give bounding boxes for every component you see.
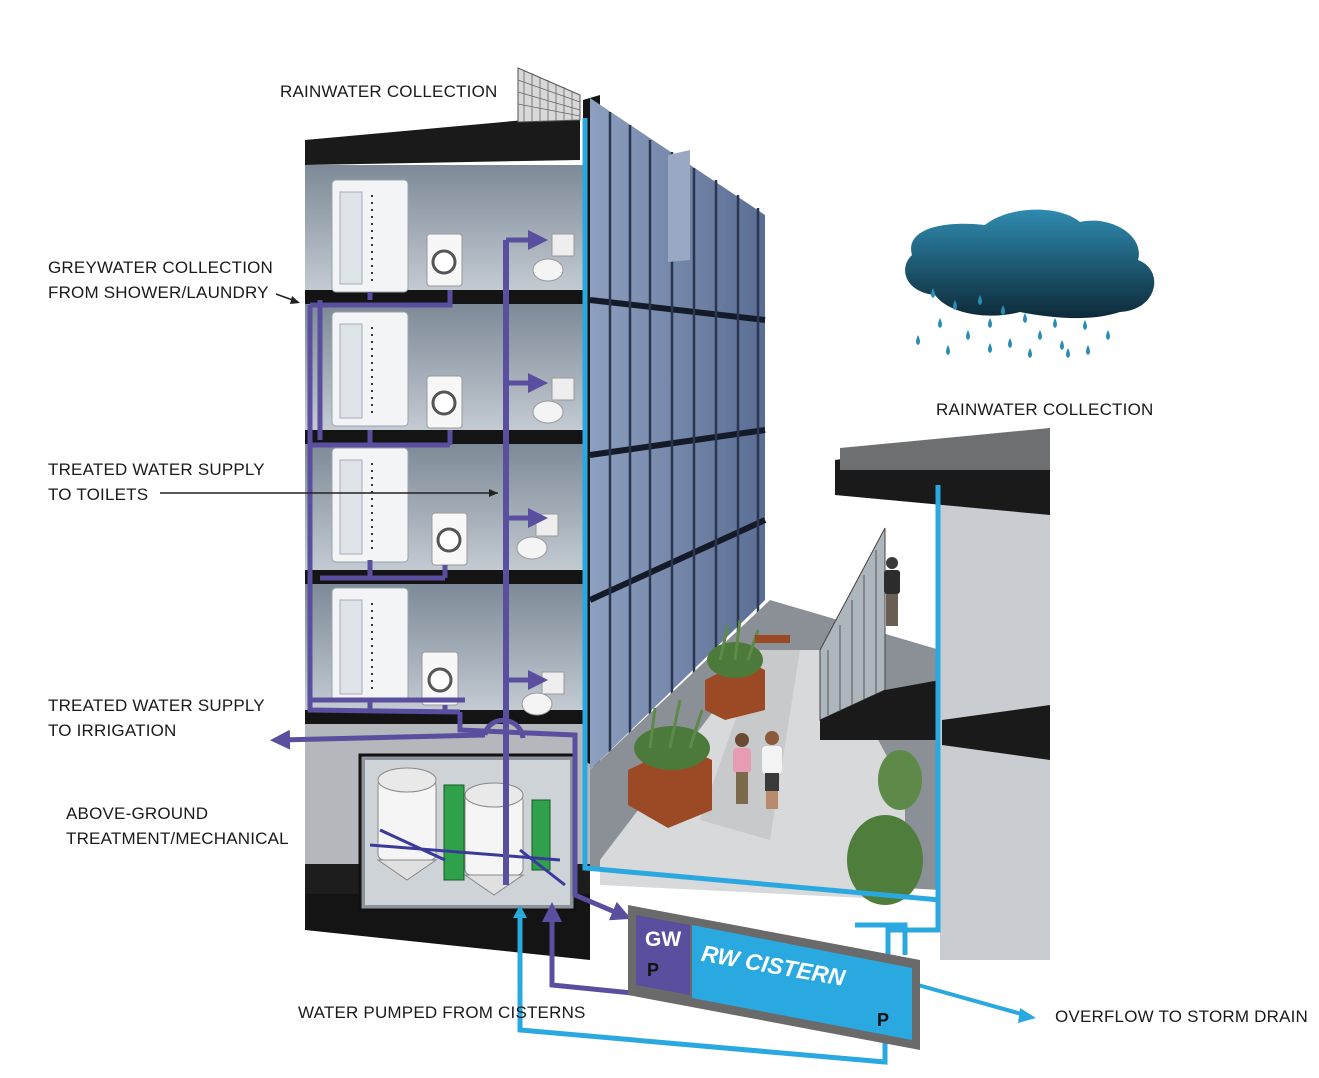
washing-machine-icon	[431, 512, 468, 566]
label-treated-supply-toilets: TREATED WATER SUPPLY TO TOILETS	[48, 460, 265, 504]
rain-cloud-icon	[905, 209, 1155, 319]
pump-return-arrowhead	[545, 904, 559, 917]
washing-machine-icon	[421, 651, 459, 706]
treatment-room	[358, 753, 577, 912]
planters	[628, 619, 923, 905]
greywater-pipes	[270, 230, 655, 998]
shower-unit-icon	[331, 447, 409, 563]
planter-icon	[847, 750, 923, 905]
label-rainwater-collection-roof: RAINWATER COLLECTION	[280, 82, 498, 101]
right-building	[819, 428, 1050, 960]
toilet-icon	[532, 377, 575, 424]
person-icon	[733, 733, 751, 804]
roof-slab	[305, 115, 580, 165]
floor-slab	[305, 430, 583, 444]
rw-pump-label: P	[877, 1010, 890, 1030]
gw-cistern-label: GW	[645, 928, 682, 951]
pump-return-arrowhead	[513, 905, 527, 918]
raindrops	[916, 288, 1110, 358]
rainwater-pipes	[517, 118, 1026, 1065]
filter-unit-icon	[443, 784, 465, 881]
rooftop-collector-grid	[517, 67, 581, 123]
planter-icon	[628, 699, 712, 828]
cistern	[628, 905, 920, 1050]
shower-unit-icon	[331, 179, 409, 293]
washing-machine-icon	[426, 233, 463, 287]
person-icon	[884, 557, 900, 626]
floor-slab	[305, 290, 583, 304]
person-icon	[762, 731, 782, 809]
shower-unit-icon	[331, 311, 409, 427]
label-treatment-mechanical: ABOVE-GROUND TREATMENT/MECHANICAL	[66, 804, 289, 848]
rw-cistern	[692, 925, 912, 1040]
filter-unit-icon	[531, 799, 551, 871]
people	[733, 557, 900, 809]
treatment-tank-icon	[376, 767, 438, 881]
label-rainwater-collection-right: RAINWATER COLLECTION	[936, 400, 1154, 419]
gw-cistern	[636, 915, 690, 995]
fixtures	[331, 179, 575, 716]
glass-facade	[590, 98, 765, 770]
overflow-arrowhead	[1018, 1008, 1036, 1023]
bench-icon	[755, 635, 790, 643]
treatment-tank-icon	[463, 782, 525, 896]
toilet-icon	[532, 233, 575, 282]
gw-pump-label: P	[647, 960, 660, 980]
planter-icon	[705, 619, 765, 720]
label-overflow-storm-drain: OVERFLOW TO STORM DRAIN	[1055, 1007, 1309, 1026]
label-water-pumped: WATER PUMPED FROM CISTERNS	[298, 1003, 586, 1022]
washing-machine-icon	[426, 375, 463, 429]
shower-unit-icon	[331, 587, 409, 703]
label-treated-supply-irrigation: TREATED WATER SUPPLY TO IRRIGATION	[48, 696, 265, 740]
label-greywater-collection: GREYWATER COLLECTION FROM SHOWER/LAUNDRY	[48, 258, 274, 302]
